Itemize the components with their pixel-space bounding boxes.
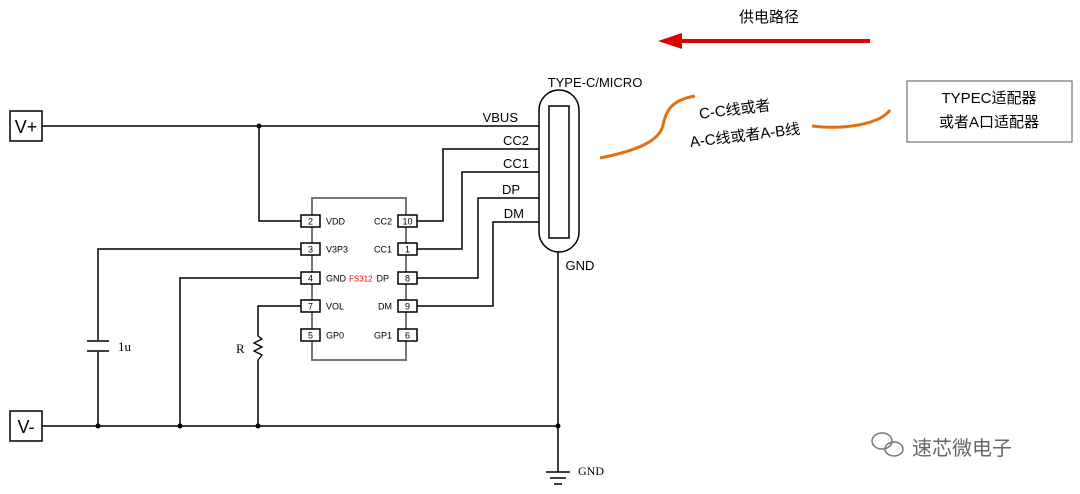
pin-name-dp: DP (376, 274, 389, 284)
signal-cc1: CC1 (503, 156, 529, 171)
supply-path-label: 供电路径 (739, 9, 799, 26)
ground-symbol-label: GND (578, 464, 604, 478)
signal-dm: DM (504, 206, 524, 221)
junctions (95, 123, 561, 429)
pin-num-2: 2 (308, 217, 313, 227)
pin-name-gp0: GP0 (326, 331, 344, 341)
pin-num-5: 5 (308, 331, 313, 341)
ground-symbol: GND (546, 464, 604, 485)
connector-gnd-label: GND (566, 258, 595, 273)
pin-name-cc1: CC1 (374, 245, 392, 255)
resistor-label: R (236, 341, 245, 356)
pin-name-cc2: CC2 (374, 217, 392, 227)
adapter-box: TYPEC适配器 或者A口适配器 (906, 80, 1073, 143)
adapter-line-2: 或者A口适配器 (939, 114, 1039, 131)
resistor: R (236, 335, 264, 361)
supply-path-arrow (658, 33, 870, 49)
wechat-icon (871, 432, 904, 457)
adapter-line-1: TYPEC适配器 (941, 90, 1036, 107)
pin-num-7: 7 (308, 302, 313, 312)
watermark: 速芯微电子 (871, 432, 1012, 460)
cable-line-1: C-C线或者 (698, 97, 771, 123)
wires (42, 125, 559, 472)
signal-dp: DP (502, 182, 520, 197)
chip-right-pins: 10 1 8 9 6 CC2 CC1 DP DM GP1 (374, 214, 418, 342)
signal-cc2: CC2 (503, 133, 529, 148)
pin-num-4: 4 (308, 274, 313, 284)
cable-curve-left (599, 94, 696, 160)
pin-name-gp1: GP1 (374, 331, 392, 341)
pin-num-6: 6 (405, 331, 410, 341)
pin-name-vol: VOL (326, 302, 344, 312)
signal-vbus: VBUS (483, 110, 519, 125)
chip-fs312: 2 3 4 7 5 VDD V3P3 GND VOL GP0 10 1 8 9 … (300, 197, 418, 361)
pin-num-10: 10 (402, 217, 412, 227)
pin-name-v3p3: V3P3 (326, 245, 348, 255)
vminus-label: V- (17, 417, 34, 437)
pin-name-dm: DM (378, 302, 392, 312)
vminus-terminal: V- (9, 410, 43, 442)
chip-name: FS312 (349, 275, 373, 284)
vplus-label: V+ (15, 117, 38, 137)
usb-connector: TYPE-C/MICRO GND (538, 75, 643, 273)
pin-name-gnd: GND (326, 274, 347, 284)
pin-num-9: 9 (405, 302, 410, 312)
pin-num-3: 3 (308, 245, 313, 255)
cable-label: C-C线或者 A-C线或者A-B线 (689, 97, 801, 151)
cable-curve-right (811, 109, 892, 129)
connector-label: TYPE-C/MICRO (548, 75, 643, 90)
cable-line-2: A-C线或者A-B线 (689, 121, 801, 151)
chip-left-pins: 2 3 4 7 5 VDD V3P3 GND VOL GP0 (300, 214, 348, 342)
capacitor: 1u (87, 339, 132, 354)
pin-num-8: 8 (405, 274, 410, 284)
watermark-text: 速芯微电子 (912, 437, 1012, 460)
vplus-terminal: V+ (9, 110, 43, 142)
pin-name-vdd: VDD (326, 217, 346, 227)
capacitor-label: 1u (118, 339, 132, 354)
pin-num-1: 1 (405, 245, 410, 255)
